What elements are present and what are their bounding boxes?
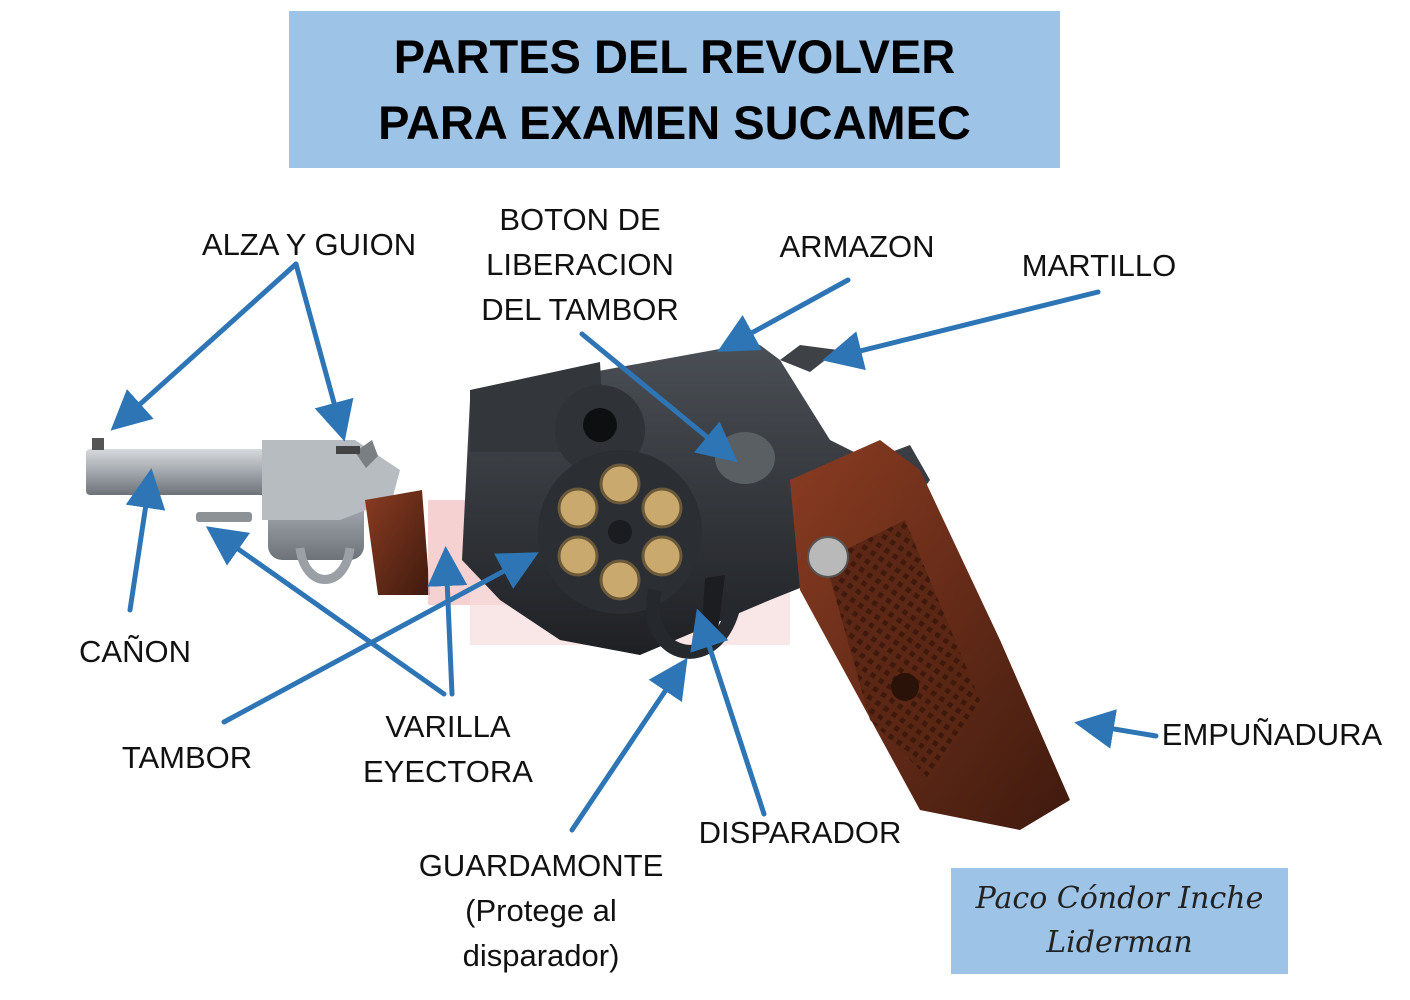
title-line-2: PARA EXAMEN SUCAMEC — [378, 95, 971, 149]
small-barrel — [86, 449, 276, 495]
large-revolver-illustration — [462, 345, 1070, 830]
small-trigger-guard — [295, 547, 355, 584]
cylinder-release-button — [715, 432, 775, 484]
label-guardamonte-line-1: GUARDAMONTE — [418, 848, 664, 883]
small-hammer — [355, 440, 378, 468]
large-hammer — [780, 345, 838, 372]
author-box: Paco Cóndor Inche Liderman — [951, 868, 1288, 974]
label-martillo-text: MARTILLO — [1021, 248, 1177, 283]
arrow-varilla-small — [205, 526, 447, 697]
cartridges — [557, 463, 683, 601]
small-grip — [365, 490, 430, 595]
label-alza-guion: ALZA Y GUION — [196, 222, 422, 267]
label-varilla-eyectora: VARILLA EYECTORA — [360, 704, 536, 794]
arrow-group — [110, 261, 1159, 833]
small-ejector-rod — [196, 512, 252, 522]
label-boton-line-3: DEL TAMBOR — [481, 292, 679, 327]
arrow-martillo — [822, 289, 1101, 371]
label-varilla-line-2: EYECTORA — [363, 754, 533, 789]
label-boton-line-2: LIBERACION — [486, 247, 674, 282]
author-name: Paco Cóndor Inche — [975, 881, 1264, 916]
label-varilla-line-1: VARILLA — [385, 709, 511, 744]
label-disparador-text: DISPARADOR — [698, 815, 902, 850]
label-empunadura-text: EMPUÑADURA — [1161, 717, 1383, 752]
label-guardamonte-line-2: (Protege al — [465, 893, 617, 928]
arrow-armazon — [717, 277, 851, 352]
small-rear-sight — [336, 446, 360, 454]
arrow-empunadura — [1074, 709, 1159, 749]
label-canon: CAÑON — [72, 629, 198, 674]
grip-medallion — [807, 536, 849, 578]
large-grip-checkering — [825, 520, 980, 780]
author-company: Liderman — [1046, 925, 1193, 960]
arrow-disparador — [690, 608, 767, 817]
label-canon-text: CAÑON — [79, 634, 191, 669]
title-line-1: PARTES DEL REVOLVER — [393, 29, 956, 83]
arrow-varilla-large — [427, 546, 468, 697]
label-alza-guion-text: ALZA Y GUION — [201, 227, 417, 262]
arrow-alza-rear — [293, 261, 354, 442]
large-bore — [583, 408, 617, 442]
label-boton-liberacion: BOTON DE LIBERACION DEL TAMBOR — [462, 197, 698, 332]
grip-screw — [891, 673, 919, 701]
label-armazon: ARMAZON — [770, 224, 944, 269]
label-disparador: DISPARADOR — [694, 810, 906, 855]
arrow-boton — [579, 331, 738, 463]
title-banner: PARTES DEL REVOLVER PARA EXAMEN SUCAMEC — [289, 11, 1060, 168]
label-empunadura: EMPUÑADURA — [1152, 712, 1392, 757]
arrow-canon — [125, 468, 166, 613]
label-tambor-text: TAMBOR — [121, 740, 253, 775]
small-front-sight — [92, 438, 104, 450]
arrow-alza-front — [110, 261, 299, 431]
label-martillo: MARTILLO — [1014, 243, 1184, 288]
arrow-tambor — [221, 552, 539, 725]
label-armazon-text: ARMAZON — [779, 229, 935, 264]
label-guardamonte-line-3: disparador) — [462, 938, 620, 973]
label-tambor: TAMBOR — [114, 735, 260, 780]
label-guardamonte: GUARDAMONTE (Protege al disparador) — [406, 843, 676, 978]
arrow-guardamonte — [569, 657, 688, 833]
label-boton-line-1: BOTON DE — [499, 202, 661, 237]
